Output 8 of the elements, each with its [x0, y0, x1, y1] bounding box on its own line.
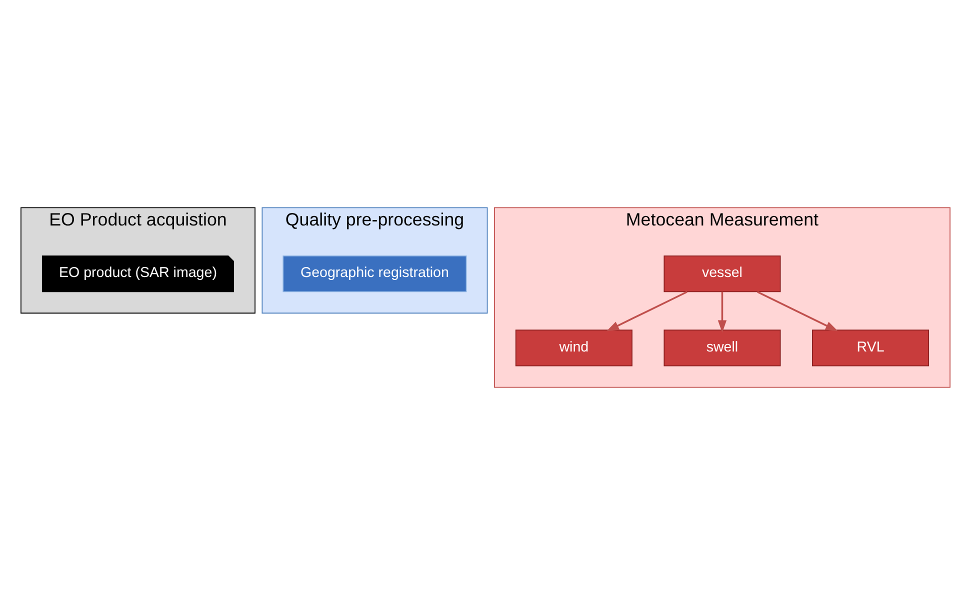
node-box: Geographic registration — [282, 256, 467, 292]
arrow — [718, 292, 727, 333]
node-box: RVL — [812, 330, 930, 366]
arrow — [606, 291, 688, 332]
arrow — [756, 291, 838, 332]
node-box: wind — [515, 330, 632, 366]
node-box: swell — [664, 330, 781, 366]
node-box: vessel — [664, 256, 781, 292]
